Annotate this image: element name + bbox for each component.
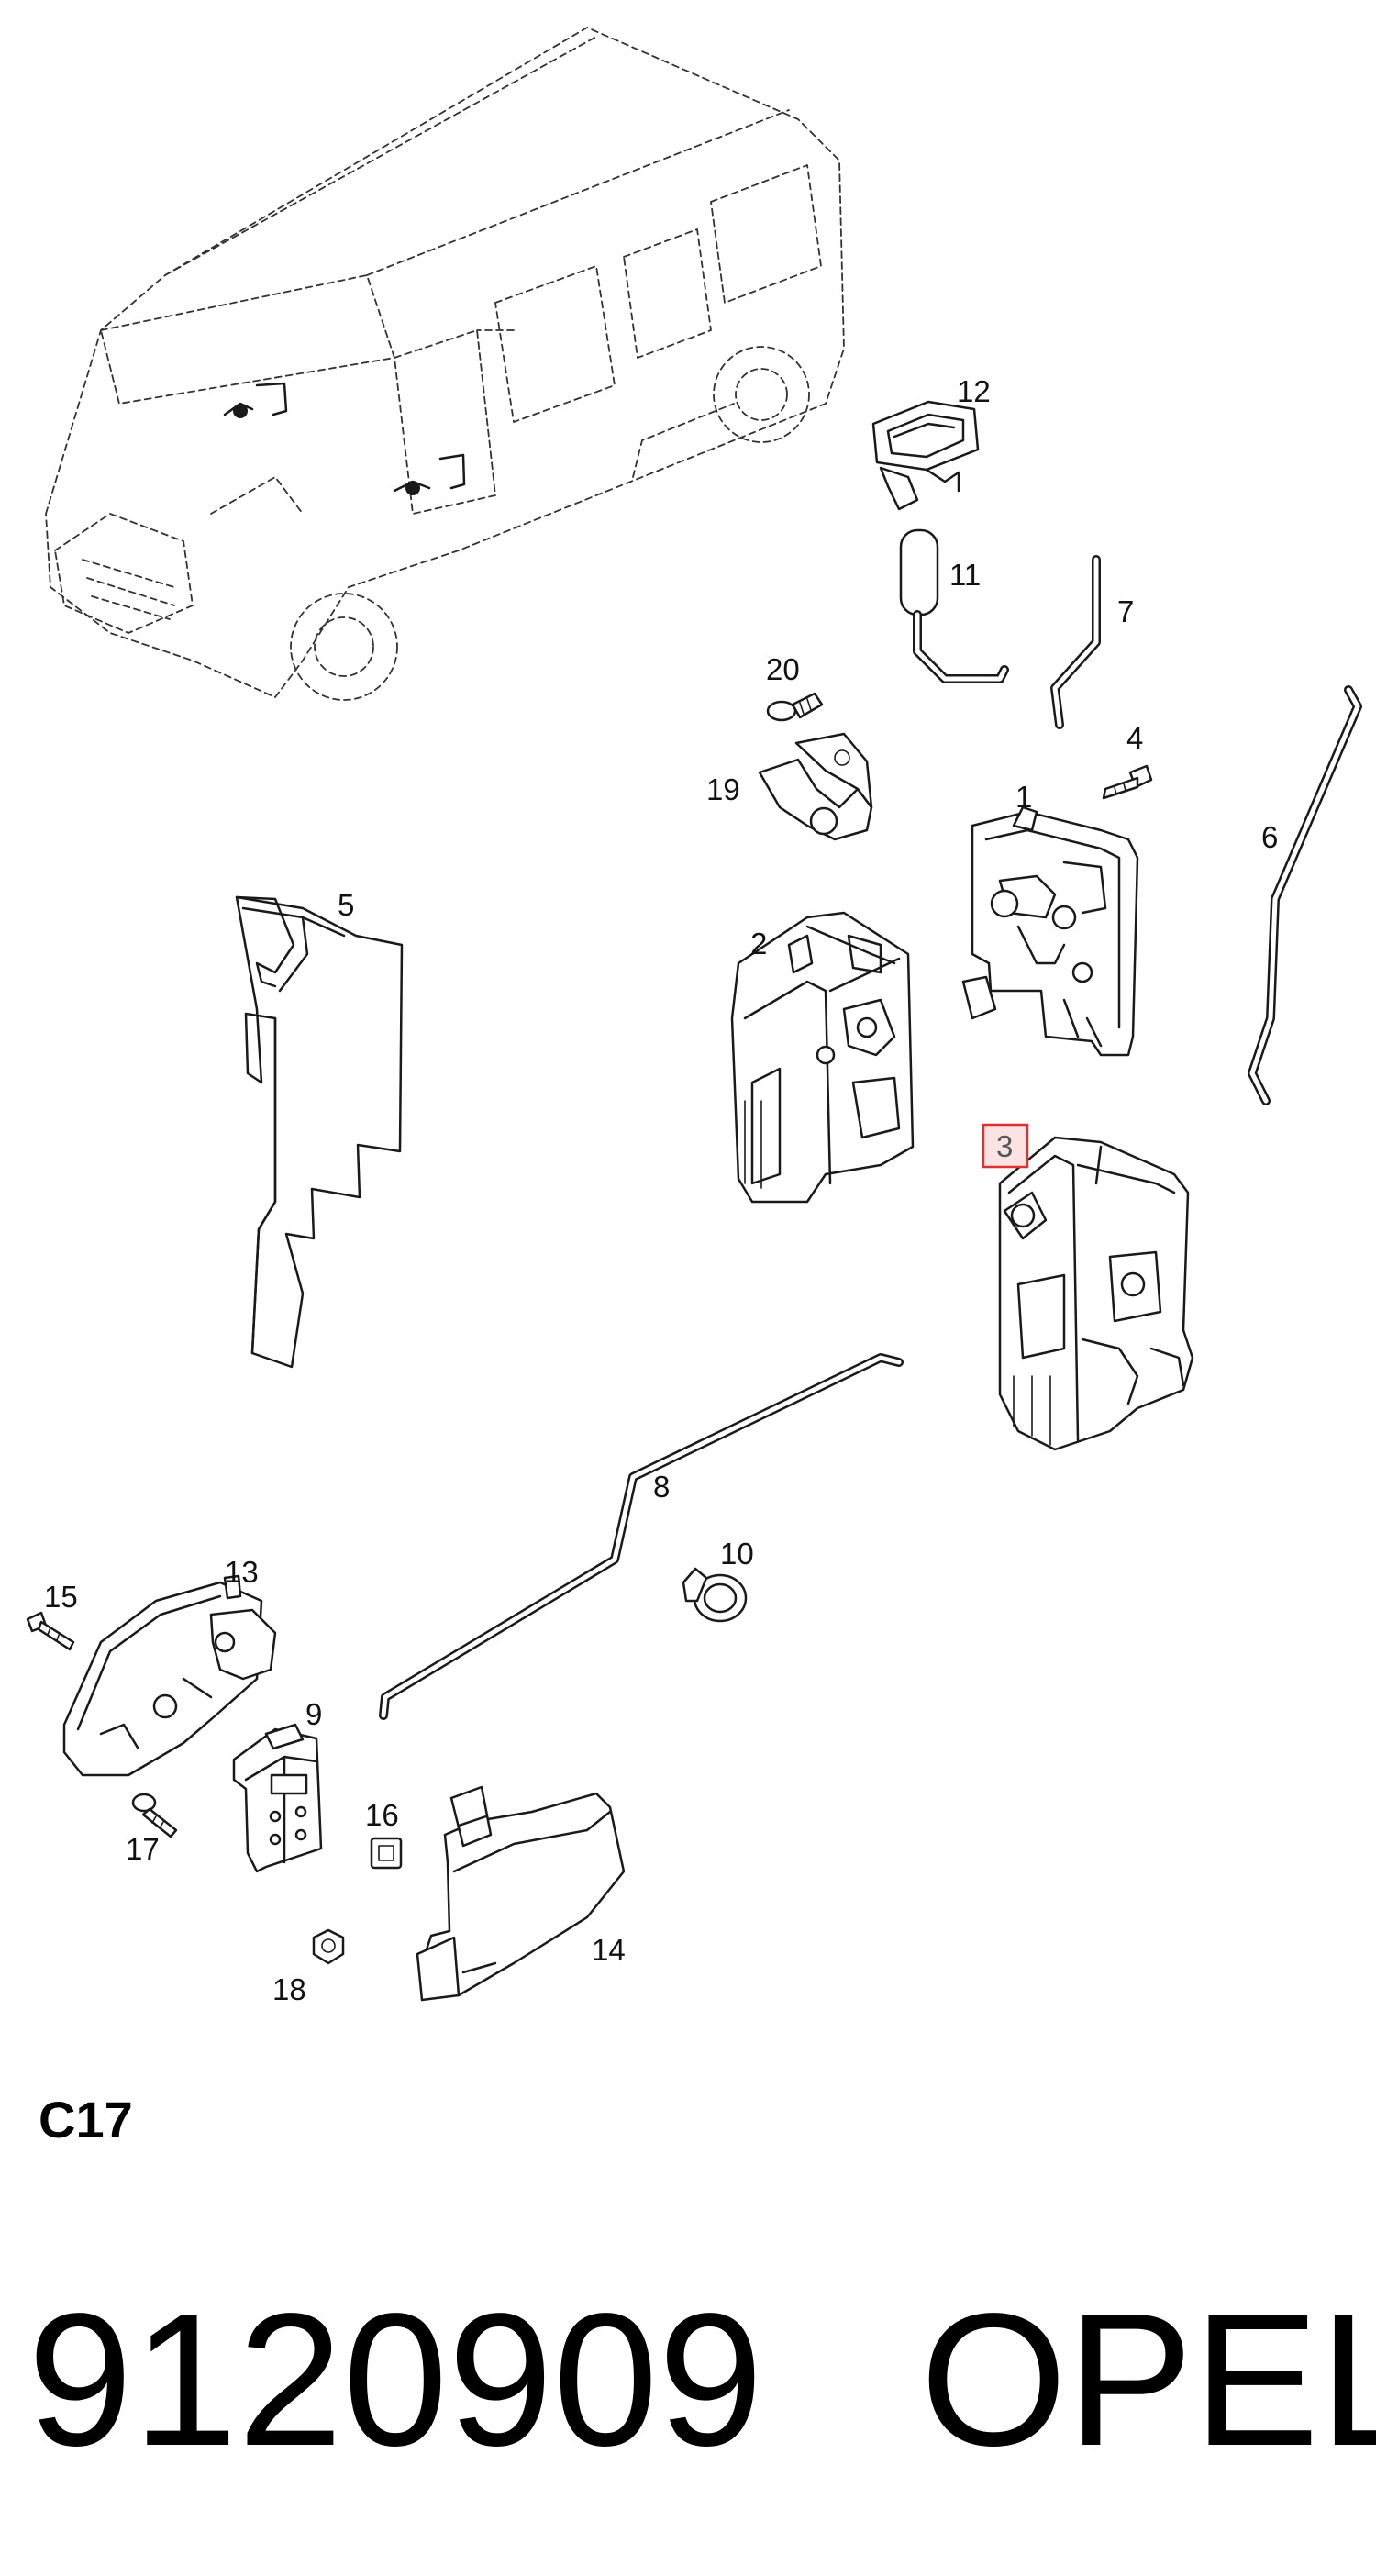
section-code: C17 [39,2091,133,2149]
part-20-screw [766,692,824,722]
part-11-rod [899,528,1009,683]
part-7-rod [1050,555,1101,729]
callout-17: 17 [126,1832,160,1866]
part-number: 9120909 [28,2274,763,2485]
part-5-panel [235,895,404,1369]
part-10-grommet [682,1567,748,1623]
callout-2: 2 [750,927,767,960]
part-4-screw [1102,764,1153,800]
callout-9: 9 [305,1697,322,1731]
callout-7: 7 [1117,594,1134,628]
callout-14: 14 [592,1933,626,1967]
part-16-clip [370,1837,403,1870]
brand-name: OPEL [920,2274,1376,2485]
callout-20: 20 [766,652,800,686]
callout-8: 8 [653,1470,670,1504]
callout-labels: 1 2 3 4 5 6 7 8 9 10 11 12 13 14 15 16 1… [44,374,1278,2006]
part-2-door-lock [730,911,915,1204]
part-1-lock-bracket [961,805,1139,1057]
part-8-rod [379,1353,904,1720]
callout-18: 18 [272,1972,306,2006]
callout-16: 16 [365,1798,399,1832]
callout-10: 10 [720,1537,754,1571]
van-illustration [45,27,845,701]
callout-11: 11 [949,558,981,592]
part-6-rod [1248,685,1362,1105]
callout-12: 12 [957,374,991,408]
part-19-bracket [758,732,873,841]
part-14-handle [416,1785,626,2002]
callout-13: 13 [225,1555,259,1589]
callout-15: 15 [44,1580,78,1614]
part-3-door-lock [998,1136,1194,1451]
callout-1: 1 [1015,780,1032,814]
callout-6: 6 [1261,820,1278,854]
callout-4: 4 [1126,721,1143,755]
part-15-screw [26,1611,75,1651]
callout-5: 5 [338,888,354,922]
callout-19: 19 [706,772,740,806]
part-18-nut [312,1928,345,1965]
callout-3: 3 [996,1129,1013,1163]
part-17-screw [131,1793,178,1838]
part-9-switch-block [232,1723,323,1873]
callout-3-highlight [982,1123,1029,1169]
part-13-handle-housing [62,1574,277,1777]
part-12-switch [871,400,980,511]
